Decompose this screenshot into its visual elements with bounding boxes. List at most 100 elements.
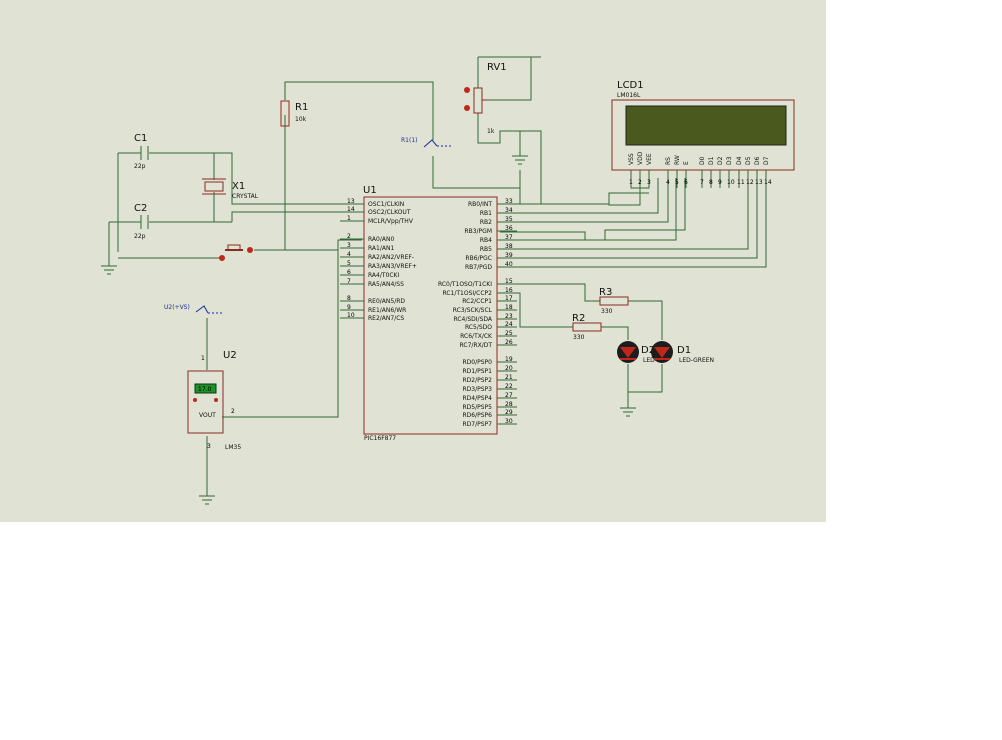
- u1-pin-name: RD0/PSP0: [463, 359, 493, 366]
- c2-value: 22p: [134, 233, 146, 240]
- r2-value: 330: [573, 334, 585, 341]
- lcd-pin-name: VDD: [637, 151, 644, 165]
- u2-pin2: 2: [231, 408, 235, 415]
- ground-icon: [199, 492, 215, 505]
- lcd-pin-name: E: [683, 161, 690, 165]
- u1-pin-number: 8: [347, 295, 351, 302]
- lcd-pin-name: D1: [708, 156, 715, 165]
- u1-pin-name: RB0/INT: [468, 201, 492, 208]
- u1-pin-number: 7: [347, 278, 351, 285]
- u1-pin-number: 1: [347, 215, 351, 222]
- u1-pin-name: RC1/T1OSI/CCP2: [442, 290, 492, 297]
- lcd-value: LM016L: [617, 92, 641, 99]
- resistor-r2[interactable]: R2 330: [572, 313, 602, 341]
- r2-ref: R2: [572, 313, 585, 324]
- rv1-ref: RV1: [487, 62, 507, 73]
- u1-pin-number: 17: [505, 295, 513, 302]
- u1-pin-number: 9: [347, 304, 351, 311]
- u2-pin3: 3: [207, 443, 211, 450]
- rv1-value: 1k: [487, 128, 495, 135]
- net-probe-r1: R1(1): [401, 137, 452, 148]
- lcd-pins: VSS1VDD2VEE3RS4RW5E6D07D18D29D310D411D51…: [628, 151, 772, 188]
- lcd-pin-number: 14: [764, 179, 772, 186]
- lcd-module[interactable]: LCD1 LM016L VSS1VDD2VEE3RS4RW5E6D07D18D2…: [611, 80, 795, 188]
- lcd-pin-number: 13: [755, 179, 763, 186]
- u1-pin-name: RC4/SDI/SDA: [453, 316, 492, 323]
- u2-value: LM35: [225, 444, 241, 451]
- u1-pin-number: 22: [505, 383, 513, 390]
- u1-pin-name: RA0/AN0: [368, 236, 394, 243]
- lcd-pin-number: 7: [700, 179, 704, 186]
- u1-pin-name: RC3/SCK/SCL: [453, 307, 493, 314]
- lcd-pin-name: VSS: [628, 153, 635, 165]
- lcd-pin-number: 4: [666, 179, 670, 186]
- u1-pin-name: RE0/AN5/RD: [368, 298, 405, 305]
- u2-pin-label: VOUT: [199, 412, 216, 419]
- ground-symbols: [101, 152, 636, 505]
- u1-pin-name: RA1/AN1: [368, 245, 394, 252]
- capacitor-c2[interactable]: C2 22p: [134, 203, 149, 240]
- lcd-pin-number: 1: [629, 179, 633, 186]
- u1-pin-name: RC5/SDO: [465, 324, 492, 331]
- d1-value: LED-GREEN: [679, 357, 714, 364]
- reset-button[interactable]: [219, 244, 253, 261]
- u1-pin-name: RB5: [480, 246, 492, 253]
- u1-pin-number: 23: [505, 313, 513, 320]
- wires: [108, 56, 767, 492]
- lcd-pin-number: 10: [727, 179, 735, 186]
- u1-pin-number: 25: [505, 330, 513, 337]
- u2-ref: U2: [223, 350, 237, 361]
- led-d1[interactable]: D1 LED-GREEN: [651, 341, 714, 364]
- u1-pin-name: OSC1/CLKIN: [368, 201, 404, 208]
- u1-pin-name: MCLR/Vpp/THV: [368, 218, 414, 225]
- u1-pin-number: 18: [505, 304, 513, 311]
- u1-pin-number: 39: [505, 252, 513, 259]
- u1-pin-number: 3: [347, 242, 351, 249]
- u1-pin-number: 5: [347, 260, 351, 267]
- lcd-pin-name: D6: [754, 156, 761, 165]
- temperature-sensor-u2[interactable]: 17.0 VOUT U2 LM35 1 2 3: [187, 350, 241, 451]
- u1-pin-name: RA4/T0CKI: [368, 272, 399, 279]
- capacitor-c1[interactable]: C1 22p: [134, 133, 149, 170]
- lcd-pin-name: RS: [665, 157, 672, 165]
- u1-pin-number: 21: [505, 374, 513, 381]
- u1-pin-name: RB1: [480, 210, 492, 217]
- u1-pin-name: RB6/PGC: [465, 255, 492, 262]
- lcd-pin-number: 6: [684, 179, 688, 186]
- u1-pin-name: RA5/AN4/SS: [368, 281, 404, 288]
- c1-ref: C1: [134, 133, 147, 144]
- u1-pin-name: RE1/AN6/WR: [368, 307, 406, 314]
- u1-pin-number: 30: [505, 418, 513, 425]
- u1-pin-name: RC2/CCP1: [462, 298, 492, 305]
- u1-pin-name: RB4: [480, 237, 492, 244]
- u1-pin-number: 24: [505, 321, 513, 328]
- resistor-r1[interactable]: R1 10k: [280, 100, 308, 127]
- net-probe-u2: U2(+VS): [164, 304, 223, 314]
- u1-pin-name: RA2/AN2/VREF-: [368, 254, 414, 261]
- potentiometer-rv1[interactable]: RV1 1k: [464, 62, 507, 135]
- u1-pin-number: 38: [505, 243, 513, 250]
- lcd-pin-number: 5: [675, 179, 679, 186]
- x1-ref: X1: [232, 181, 245, 192]
- ground-icon: [512, 152, 528, 165]
- u1-pin-number: 6: [347, 269, 351, 276]
- u1-pin-name: RD1/PSP1: [463, 368, 493, 375]
- u1-pin-number: 14: [347, 206, 355, 213]
- led-d2[interactable]: D2 LED: [617, 341, 655, 364]
- lcd-pin-number: 2: [638, 179, 642, 186]
- c1-value: 22p: [134, 163, 146, 170]
- u1-pin-number: 27: [505, 392, 513, 399]
- lcd-pin-name: D0: [699, 156, 706, 165]
- u1-pin-number: 19: [505, 356, 513, 363]
- u2-net-label: U2(+VS): [164, 304, 190, 311]
- lcd-pin-name: D5: [745, 156, 752, 165]
- resistor-r3[interactable]: R3 330: [599, 287, 629, 315]
- u2-pin1: 1: [201, 355, 205, 362]
- x1-value: CRYSTAL: [232, 193, 259, 200]
- u1-pin-number: 34: [505, 207, 513, 214]
- u1-pin-number: 10: [347, 312, 355, 319]
- lcd-ref: LCD1: [617, 80, 644, 91]
- crystal-x1[interactable]: X1 CRYSTAL: [202, 178, 259, 200]
